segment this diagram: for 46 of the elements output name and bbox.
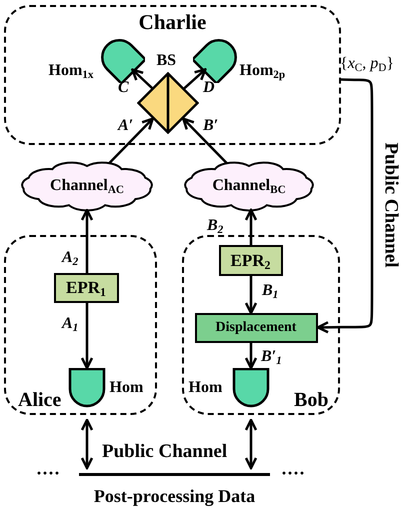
node-label: EPR$_{2}$ (230, 252, 270, 268)
edge-label: A′ (118, 118, 134, 134)
text-label: {x$_{C}$, p$_{D}$} (340, 56, 394, 72)
ellipsis-text: ···· (281, 464, 306, 482)
dashed-group-box (182, 235, 340, 415)
arrow (80, 208, 94, 273)
edge-label: D (203, 80, 215, 96)
arrow (80, 418, 94, 470)
arrow (108, 117, 154, 164)
node-label: Displacement (216, 320, 296, 334)
detector-label: Hom (110, 380, 144, 396)
text-label: Public Channel (102, 442, 228, 461)
arrow (131, 68, 153, 89)
process-box (54, 272, 118, 302)
edge-label: B′ (203, 118, 218, 134)
data-bar (79, 473, 270, 506)
arrow (244, 276, 258, 314)
group-title: Alice (18, 390, 62, 410)
group-title: Bob (294, 390, 328, 410)
detector-label: Hom$_{2p}$ (240, 62, 286, 78)
edge-label: B′$_{1}$ (261, 349, 282, 365)
ellipsis-text: ···· (36, 464, 60, 482)
detector-label: Hom$_{1x}$ (48, 62, 94, 78)
dashed-group-box (4, 5, 341, 145)
edge-label: Public Channel (382, 142, 400, 268)
arrow (244, 343, 258, 370)
edge-label: B$_{2}$ (207, 218, 224, 234)
dashed-group-box (4, 235, 157, 415)
arrow (182, 117, 228, 164)
node-label: Post-processing Data (94, 487, 256, 506)
arrow (244, 418, 258, 470)
edge-label: B$_{1}$ (262, 283, 278, 299)
node-label: Channel$_{BC}$ (212, 178, 286, 194)
node-label: Channel$_{AC}$ (50, 178, 124, 194)
arrow (316, 78, 374, 334)
detector-label: BS (156, 52, 176, 68)
edge-label: A$_{1}$ (62, 316, 78, 332)
process-box (194, 312, 318, 342)
arrow (244, 208, 258, 245)
detector-label: Hom (188, 380, 222, 396)
group-title: Charlie (138, 12, 206, 33)
process-box (218, 244, 282, 276)
node-label: EPR$_{1}$ (66, 279, 106, 296)
edge-label: A$_{2}$ (62, 250, 78, 266)
arrow (183, 68, 207, 90)
arrow (80, 303, 94, 370)
